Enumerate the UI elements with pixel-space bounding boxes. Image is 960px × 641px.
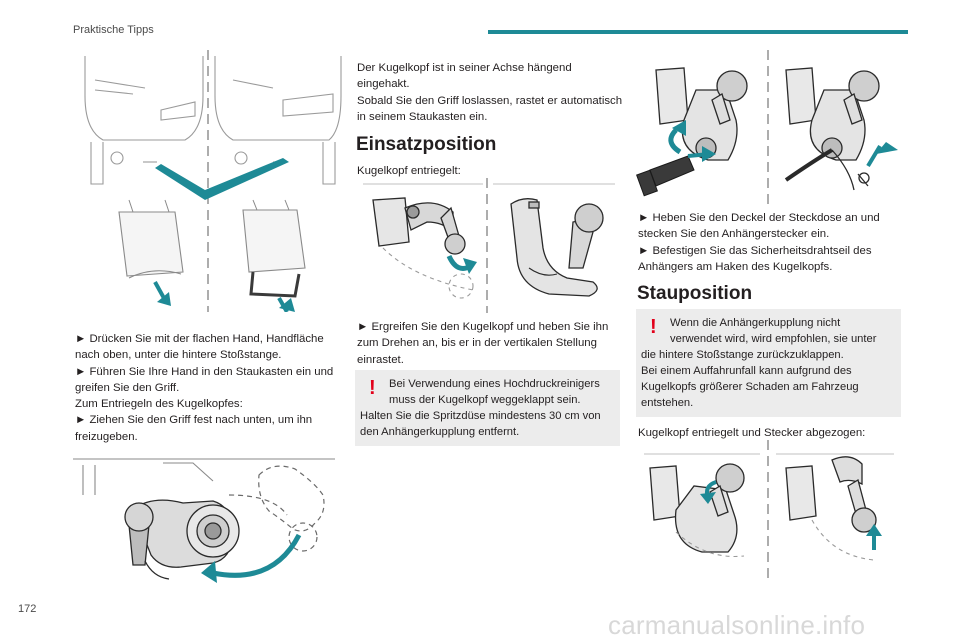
section-title: Praktische Tipps	[73, 24, 154, 36]
watermark: carmanualsonline.info	[608, 610, 866, 640]
left-instructions: ► Drücken Sie mit der flachen Hand, Hand…	[75, 331, 333, 445]
instruction-line: freizugeben.	[75, 430, 138, 443]
middle-instructions: ► Ergreifen Sie den Kugelkopf und heben …	[357, 319, 608, 368]
figure-bumper-storage-box	[73, 50, 343, 312]
instruction-line: nach oben, unter die hintere Stoßstange.	[75, 349, 282, 362]
instruction-line: greifen Sie den Griff.	[75, 381, 180, 394]
warning-line: verwendet wird, wird empfohlen, sie unte…	[670, 333, 877, 345]
instruction-line: Zum Entriegeln des Kugelkopfes:	[75, 398, 243, 411]
figure-towball-lift	[353, 178, 621, 313]
instruction-line: ► Heben Sie den Deckel der Steckdose an …	[638, 212, 880, 224]
warning-line: Wenn die Anhängerkupplung nicht	[670, 317, 841, 329]
intro-line: in seinem Staukasten ein.	[357, 110, 488, 123]
figure-towball-rotation	[73, 455, 338, 590]
instruction-line: Anhängers am Haken des Kugelkopfs.	[638, 260, 833, 273]
subtitle-unlocked-unplugged: Kugelkopf entriegelt und Stecker abgezog…	[638, 427, 866, 439]
figure-towball-stowing	[636, 440, 901, 580]
warning-box-storage: ! Wenn die Anhängerkupplung nicht verwen…	[636, 309, 901, 417]
warning-box-pressure-washer: ! Bei Verwendung eines Hochdruckreiniger…	[355, 370, 620, 446]
instruction-line: zum Drehen an, bis er in der vertikalen …	[357, 337, 597, 350]
page-number: 172	[18, 603, 37, 615]
middle-intro: Der Kugelkopf ist in seiner Achse hängen…	[357, 60, 622, 125]
instruction-line: ► Führen Sie Ihre Hand in den Staukasten…	[75, 365, 334, 378]
warning-line: Bei Verwendung eines Hochdruckreinigers	[389, 378, 600, 390]
heading-einsatzposition: Einsatzposition	[356, 134, 497, 155]
warning-line: entstehen.	[641, 397, 694, 409]
figure-socket-and-cable	[636, 50, 901, 205]
intro-line: eingehakt.	[357, 78, 410, 91]
instruction-line: ► Drücken Sie mit der flachen Hand, Hand…	[75, 333, 324, 345]
warning-line: Bei einem Auffahrunfall kann aufgrund de…	[641, 365, 852, 377]
instruction-line: ► Ergreifen Sie den Kugelkopf und heben …	[357, 321, 609, 333]
heading-stauposition: Stauposition	[637, 283, 753, 304]
right-instructions: ► Heben Sie den Deckel der Steckdose an …	[638, 210, 880, 275]
header-accent-bar	[488, 30, 908, 34]
instruction-line: ► Ziehen Sie den Griff fest nach unten, …	[75, 414, 313, 427]
warning-icon: !	[650, 316, 657, 338]
instruction-line: stecken Sie den Anhängerstecker ein.	[638, 228, 830, 241]
warning-line: den Anhängerkupplung entfernt.	[360, 426, 520, 438]
intro-line: Sobald Sie den Griff loslassen, rastet e…	[357, 94, 623, 107]
warning-line: Halten Sie die Spritzdüse mindestens 30 …	[360, 410, 601, 422]
warning-line: Kugelkopfs größerer Schaden am Fahrzeug	[641, 381, 859, 393]
instruction-line: einrastet.	[357, 353, 404, 366]
warning-line: die hintere Stoßstange zurückzuklappen.	[641, 349, 844, 361]
instruction-line: ► Befestigen Sie das Sicherheitsdrahtsei…	[638, 244, 872, 257]
warning-icon: !	[369, 377, 376, 399]
warning-line: muss der Kugelkopf weggeklappt sein.	[389, 394, 581, 406]
intro-line: Der Kugelkopf ist in seiner Achse hängen…	[357, 62, 572, 74]
subtitle-unlocked: Kugelkopf entriegelt:	[357, 165, 461, 177]
